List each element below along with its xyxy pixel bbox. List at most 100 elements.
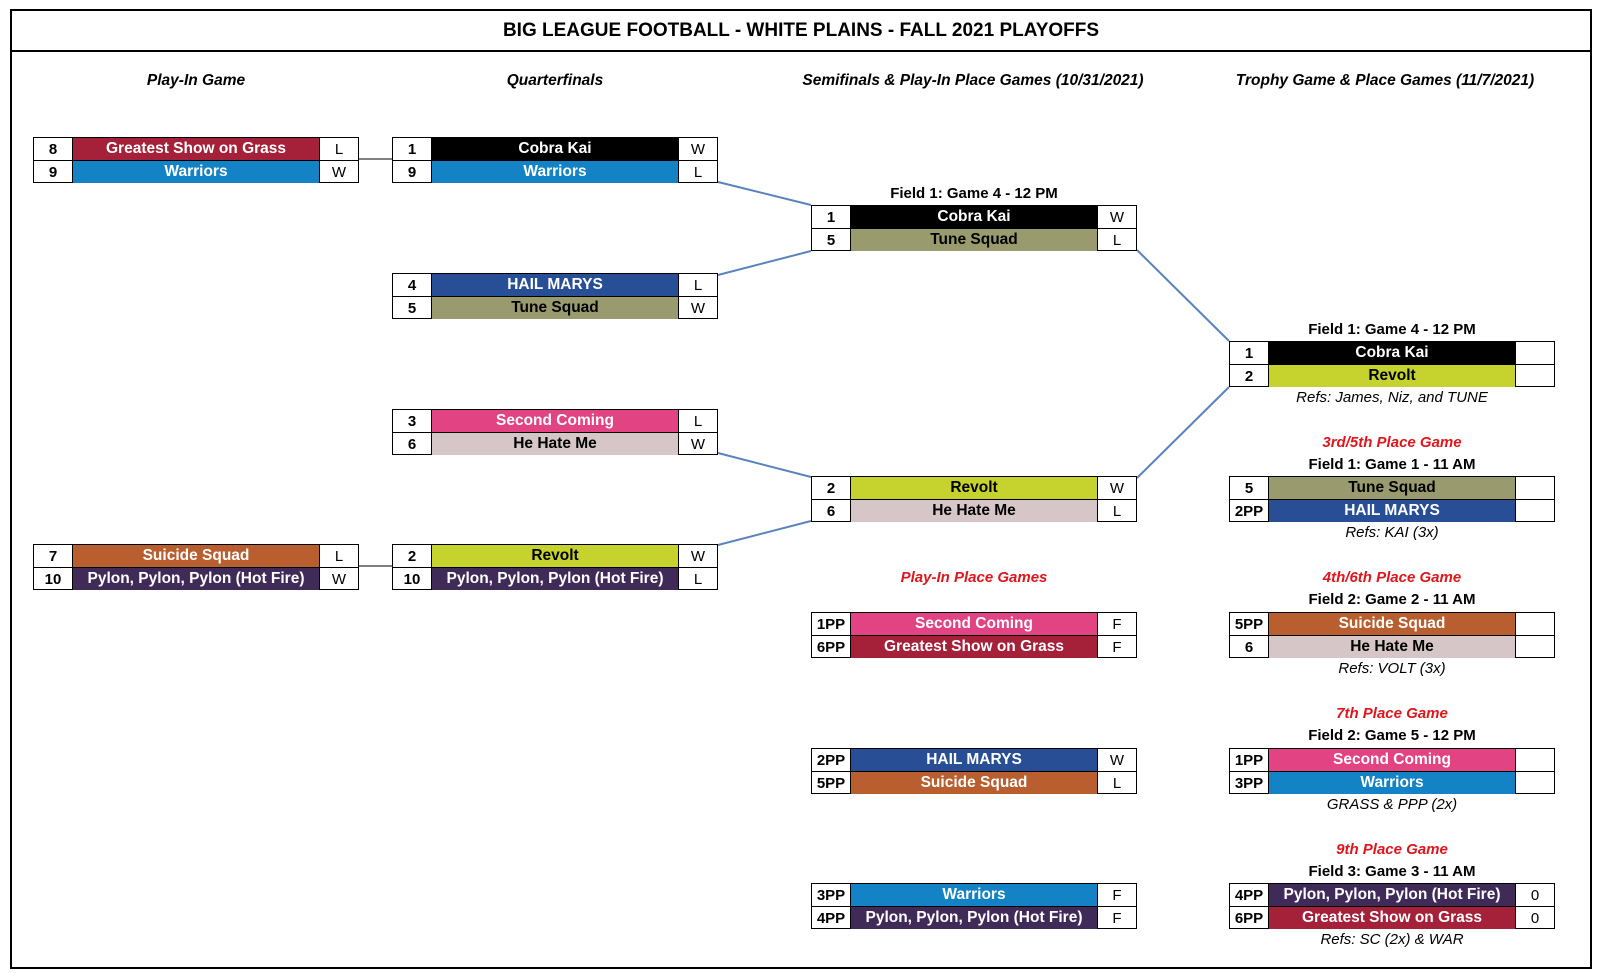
team-name-cell: Warriors (432, 161, 678, 183)
team-name-cell: Revolt (851, 477, 1097, 499)
final-refs: Refs: James, Niz, and TUNE (1296, 389, 1488, 406)
column-header-trophy: Trophy Game & Place Games (11/7/2021) (1235, 72, 1535, 89)
team-name-cell: Greatest Show on Grass (1269, 907, 1515, 929)
play-in-place-games-title: Play-In Place Games (900, 569, 1048, 586)
seed-cell: 3PP (1230, 772, 1269, 794)
team-name-cell: Pylon, Pylon, Pylon (Hot Fire) (1269, 884, 1515, 906)
result-cell: L (1097, 500, 1136, 522)
column-header-semifinals: Semifinals & Play-In Place Games (10/31/… (802, 72, 1144, 89)
seed-cell: 1 (1230, 342, 1269, 364)
connector-qf3-sf2 (717, 452, 812, 478)
seed-cell: 5 (393, 297, 432, 319)
seed-cell: 9 (393, 161, 432, 183)
team-name-cell: Pylon, Pylon, Pylon (Hot Fire) (851, 907, 1097, 929)
team-name-cell: HAIL MARYS (1269, 500, 1515, 522)
result-cell (1515, 636, 1554, 658)
seed-cell: 2 (812, 477, 851, 499)
place-3-5-field: Field 1: Game 1 - 11 AM (1308, 456, 1476, 473)
team-name-cell: Greatest Show on Grass (73, 138, 319, 160)
result-cell: 0 (1515, 884, 1554, 906)
place-3-5-title: 3rd/5th Place Game (1322, 434, 1462, 451)
seed-cell: 4PP (1230, 884, 1269, 906)
place-9-refs: Refs: SC (2x) & WAR (1320, 931, 1464, 948)
result-cell: F (1097, 613, 1136, 635)
seed-cell: 5 (812, 229, 851, 251)
result-cell: W (678, 433, 717, 455)
final-field: Field 1: Game 4 - 12 PM (1308, 321, 1476, 338)
result-cell: W (319, 568, 358, 590)
result-cell (1515, 500, 1554, 522)
result-cell: W (1097, 206, 1136, 228)
team-name-cell: Warriors (73, 161, 319, 183)
seed-cell: 5PP (812, 772, 851, 794)
result-cell: W (678, 545, 717, 567)
result-cell: L (678, 568, 717, 590)
seed-cell: 1 (393, 138, 432, 160)
team-name-cell: He Hate Me (1269, 636, 1515, 658)
result-cell: L (319, 545, 358, 567)
result-cell: F (1097, 884, 1136, 906)
seed-cell: 2PP (812, 749, 851, 771)
result-cell: W (1097, 477, 1136, 499)
seed-cell: 9 (34, 161, 73, 183)
place-7-title: 7th Place Game (1336, 705, 1448, 722)
seed-cell: 2 (393, 545, 432, 567)
team-name-cell: Suicide Squad (73, 545, 319, 567)
team-name-cell: Second Coming (432, 410, 678, 432)
result-cell: W (1097, 749, 1136, 771)
seed-cell: 6 (812, 500, 851, 522)
connector-qf2-sf1 (717, 250, 812, 276)
result-cell (1515, 365, 1554, 387)
connector-qf4-sf2 (717, 520, 812, 546)
seed-cell: 4 (393, 274, 432, 296)
team-name-cell: Revolt (432, 545, 678, 567)
semifinal-1-field: Field 1: Game 4 - 12 PM (890, 185, 1058, 202)
result-cell: L (678, 410, 717, 432)
team-name-cell: He Hate Me (432, 433, 678, 455)
team-name-cell: Tune Squad (1269, 477, 1515, 499)
seed-cell: 6PP (1230, 907, 1269, 929)
team-name-cell: Suicide Squad (851, 772, 1097, 794)
team-name-cell: Second Coming (1269, 749, 1515, 771)
place-9-title: 9th Place Game (1336, 841, 1448, 858)
result-cell (1515, 772, 1554, 794)
seed-cell: 5 (1230, 477, 1269, 499)
seed-cell: 1PP (812, 613, 851, 635)
seed-cell: 5PP (1230, 613, 1269, 635)
team-name-cell: Greatest Show on Grass (851, 636, 1097, 658)
team-name-cell: Cobra Kai (1269, 342, 1515, 364)
place-7-field: Field 2: Game 5 - 12 PM (1308, 727, 1476, 744)
seed-cell: 7 (34, 545, 73, 567)
result-cell (1515, 613, 1554, 635)
bracket-title: BIG LEAGUE FOOTBALL - WHITE PLAINS - FAL… (10, 9, 1592, 52)
seed-cell: 2PP (1230, 500, 1269, 522)
result-cell: F (1097, 636, 1136, 658)
